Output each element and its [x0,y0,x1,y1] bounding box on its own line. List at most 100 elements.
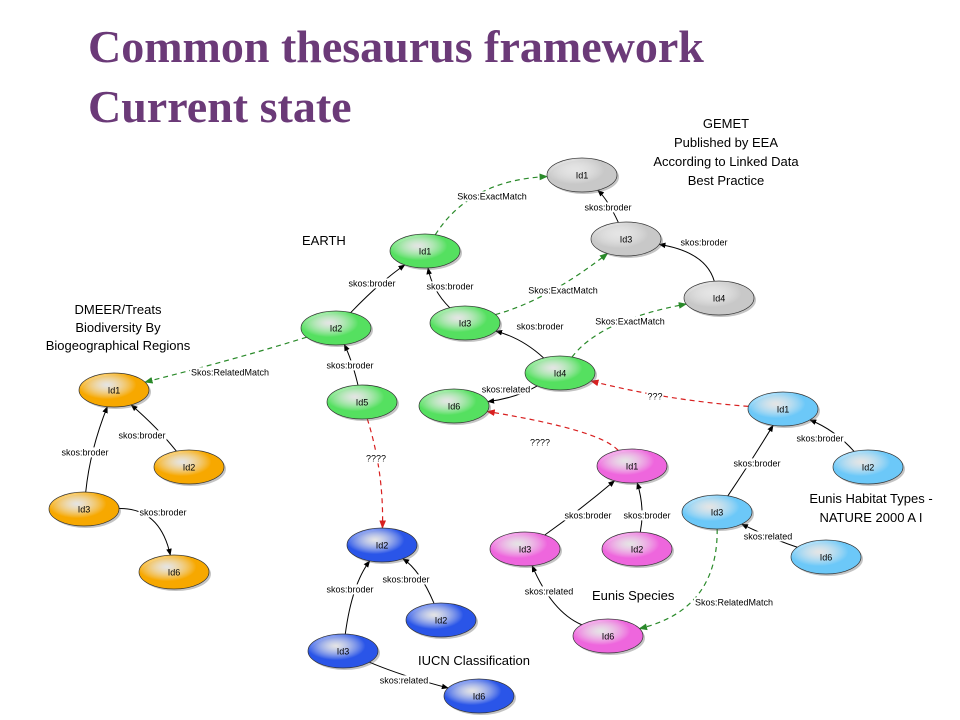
node-earth-id5[interactable]: Id5 [326,384,399,421]
edge-d3-d6 [118,508,172,556]
node-ellipse [405,602,477,638]
edge-label: ???? [366,453,386,463]
node-iucn-id6[interactable]: Id6 [443,678,516,715]
node-label: Id1 [419,246,432,256]
edge-label: skos:broder [118,430,165,440]
edge-label-background [364,453,388,464]
edge-g4-g3 [658,242,715,282]
edge-s3-s1 [544,480,616,536]
edge-h1-e4 [590,379,749,407]
node-ellipse [307,633,379,669]
edge-s2-s1 [636,482,643,533]
node-label: Id4 [554,368,567,378]
group-caption-gemet: GEMET [703,116,749,131]
node-label: Id2 [183,462,196,472]
edge-label-background [325,360,375,371]
node-gemet-id1[interactable]: Id1 [546,157,619,194]
node-iucn-id3[interactable]: Id3 [307,633,380,670]
edge-label: skos:broder [326,584,373,594]
node-label: Id5 [356,397,369,407]
edge-label-background [679,237,729,248]
node-eunis-habitat-id3[interactable]: Id3 [681,494,754,531]
node-iucn-id2[interactable]: Id2 [346,527,419,564]
node-dmeer-id3[interactable]: Id3 [48,491,121,528]
node-label: Id2 [631,544,644,554]
node-iucn-id2[interactable]: Id2 [405,602,478,639]
node-label: Id1 [777,404,790,414]
edge-e4-e3 [495,329,545,359]
node-label: Id3 [337,646,350,656]
edge-label: skos:broder [348,278,395,288]
group-caption-dmeer: DMEER/Treats [75,302,162,317]
edge-label-background [138,507,188,518]
node-ellipse [346,527,418,563]
node-label: Id2 [376,540,389,550]
group-caption-dmeer: Biogeographical Regions [46,338,191,353]
node-label: Id1 [108,385,121,395]
node-label: Id6 [448,401,461,411]
node-ellipse [326,384,398,420]
node-gemet-id4[interactable]: Id4 [683,280,756,317]
node-eunis-habitat-id6[interactable]: Id6 [790,539,863,576]
node-label: Id6 [602,631,615,641]
node-ellipse [418,388,490,424]
node-label: Id6 [820,552,833,562]
node-eunis-habitat-id2[interactable]: Id2 [832,449,905,486]
edge-label-background [425,281,475,292]
edge-label-background [646,391,664,402]
edge-label-background [456,191,528,202]
node-ellipse [832,449,904,485]
node-earth-id1[interactable]: Id1 [389,233,462,270]
node-ellipse [747,391,819,427]
node-ellipse [48,491,120,527]
edge-label-background [693,597,775,608]
node-gemet-id3[interactable]: Id3 [590,221,663,258]
edge-label: skos:broder [382,574,429,584]
node-ellipse [683,280,755,316]
edge-label-background [795,433,845,444]
node-ellipse [443,678,515,714]
edge-label: skos:broder [733,458,780,468]
node-label: Id3 [459,318,472,328]
edge-e4-e6 [487,385,538,404]
node-label: Id1 [576,170,589,180]
edge-s1-e6 [486,409,619,451]
group-caption-gemet: Published by EEA [674,135,778,150]
node-dmeer-id1[interactable]: Id1 [78,372,151,409]
node-eunis-species-id1[interactable]: Id1 [596,448,669,485]
edge-label-background [563,510,613,521]
node-label: Id2 [330,323,343,333]
node-earth-id2[interactable]: Id2 [300,310,373,347]
node-eunis-habitat-id1[interactable]: Id1 [747,391,820,428]
edge-e1-g1 [434,173,548,236]
edge-label: skos:broder [426,281,473,291]
node-eunis-species-id2[interactable]: Id2 [601,531,674,568]
node-ellipse [524,355,596,391]
edge-label-background [527,285,599,296]
node-label: Id3 [620,234,633,244]
node-earth-id6[interactable]: Id6 [418,388,491,425]
edge-label-background [732,458,782,469]
node-label: Id3 [78,504,91,514]
node-label: Id3 [519,544,532,554]
group-caption-dmeer: Biodiversity By [75,320,161,335]
edge-label-background [594,316,666,327]
node-eunis-species-id6[interactable]: Id6 [572,618,645,655]
node-dmeer-id2[interactable]: Id2 [153,449,226,486]
edge-e3-g3 [495,252,609,316]
edge-label: Skos:ExactMatch [528,285,598,295]
node-ellipse [78,372,150,408]
group-caption-eunis-habitat: Eunis Habitat Types - [809,491,932,506]
node-earth-id4[interactable]: Id4 [524,355,597,392]
edge-label-background [523,586,575,597]
node-label: Id4 [713,293,726,303]
slide-title-line-2: Current state [88,81,352,132]
edge-label: skos:related [744,531,793,541]
edge-label-background [347,278,397,289]
edge-label: skos:related [482,384,531,394]
node-eunis-species-id3[interactable]: Id3 [489,531,562,568]
edge-label: skos:broder [796,433,843,443]
node-earth-id3[interactable]: Id3 [429,305,502,342]
node-dmeer-id6[interactable]: Id6 [138,554,211,591]
edge-label-background [528,437,552,448]
